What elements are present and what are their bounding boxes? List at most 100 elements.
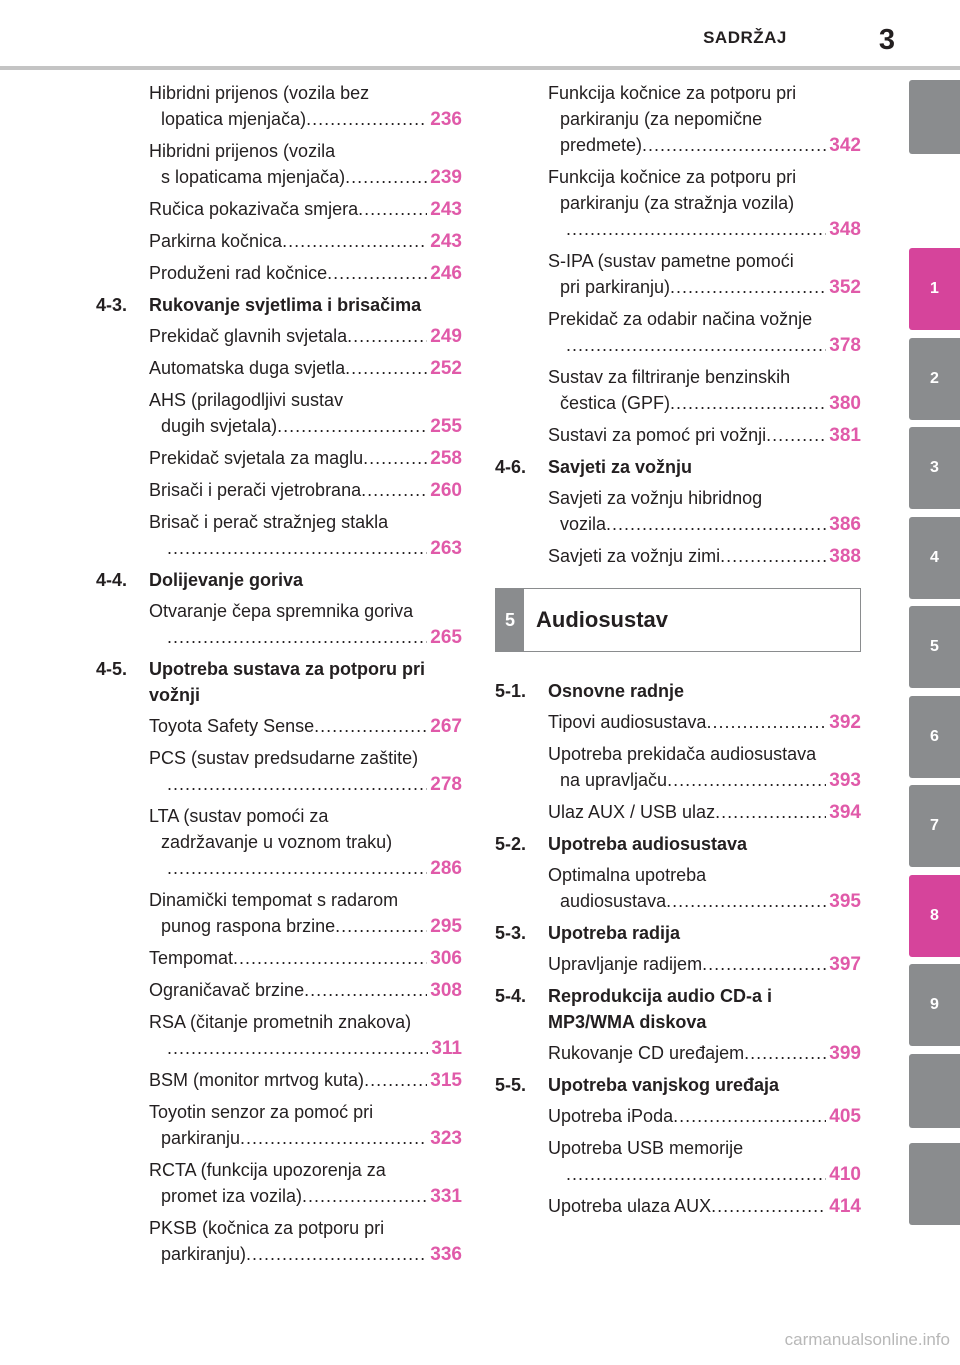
toc-section-heading[interactable]: 5-3.Upotreba radija — [495, 920, 861, 946]
toc-entry[interactable]: Upotreba ulaza AUX414 — [495, 1193, 861, 1220]
toc-entry[interactable]: Upotreba USB memorije410 — [495, 1135, 861, 1188]
page-link[interactable]: 410 — [829, 1164, 861, 1185]
toc-entry[interactable]: Ručica pokazivača smjera243 — [96, 196, 462, 223]
page-link[interactable]: 405 — [829, 1106, 861, 1127]
toc-entry[interactable]: Produženi rad kočnice246 — [96, 260, 462, 287]
toc-entry[interactable]: Tempomat306 — [96, 945, 462, 972]
page-link[interactable]: 295 — [430, 916, 462, 937]
chapter-tab-4[interactable]: 4 — [909, 517, 960, 599]
page-link[interactable]: 260 — [430, 480, 462, 501]
page-link[interactable]: 308 — [430, 980, 462, 1001]
toc-entry[interactable]: Prekidač za odabir načina vožnje378 — [495, 306, 861, 359]
page-link[interactable]: 399 — [829, 1043, 861, 1064]
page-link[interactable]: 311 — [431, 1038, 462, 1059]
toc-entry[interactable]: Toyotin senzor za pomoć priparkiranju323 — [96, 1099, 462, 1152]
page-link[interactable]: 393 — [829, 770, 861, 791]
page-link[interactable]: 258 — [430, 448, 462, 469]
toc-entry[interactable]: Ulaz AUX / USB ulaz394 — [495, 799, 861, 826]
chapter-tab-7[interactable]: 7 — [909, 785, 960, 867]
page-link[interactable]: 236 — [430, 109, 462, 130]
page-link[interactable]: 243 — [430, 199, 462, 220]
page-link[interactable]: 348 — [829, 219, 861, 240]
chapter-tab-5[interactable]: 5 — [909, 606, 960, 688]
page-link[interactable]: 315 — [430, 1070, 462, 1091]
toc-entry[interactable]: Brisači i perači vjetrobrana260 — [96, 477, 462, 504]
page-link[interactable]: 336 — [430, 1244, 462, 1265]
chapter-tab[interactable] — [909, 1054, 960, 1128]
chapter-tab-8[interactable]: 8 — [909, 875, 960, 957]
page-link[interactable]: 323 — [430, 1128, 462, 1149]
page-link[interactable]: 342 — [829, 135, 861, 156]
page-link[interactable]: 381 — [829, 425, 861, 446]
chapter-tab-9[interactable]: 9 — [909, 964, 960, 1046]
page-link[interactable]: 386 — [829, 514, 861, 535]
page-link[interactable]: 239 — [430, 167, 462, 188]
toc-section-heading[interactable]: 4-4.Dolijevanje goriva — [96, 567, 462, 593]
toc-entry[interactable]: Sustavi za pomoć pri vožnji381 — [495, 422, 861, 449]
toc-entry[interactable]: Tipovi audiosustava392 — [495, 709, 861, 736]
chapter-tab-6[interactable]: 6 — [909, 696, 960, 778]
toc-entry[interactable]: RSA (čitanje prometnih znakova)311 — [96, 1009, 462, 1062]
page-link[interactable]: 378 — [829, 335, 861, 356]
page-link[interactable]: 414 — [829, 1196, 861, 1217]
toc-entry[interactable]: Prekidač glavnih svjetala249 — [96, 323, 462, 350]
page-link[interactable]: 263 — [430, 538, 462, 559]
page-link[interactable]: 246 — [430, 263, 462, 284]
chapter-tab-3[interactable]: 3 — [909, 427, 960, 509]
page-link[interactable]: 388 — [829, 546, 861, 567]
toc-section-heading[interactable]: 5-4.Reprodukcija audio CD-a i MP3/WMA di… — [495, 983, 861, 1035]
page-link[interactable]: 392 — [829, 712, 861, 733]
page-link[interactable]: 306 — [430, 948, 462, 969]
chapter-tab[interactable] — [909, 80, 960, 154]
toc-entry[interactable]: BSM (monitor mrtvog kuta)315 — [96, 1067, 462, 1094]
page-link[interactable]: 394 — [829, 802, 861, 823]
chapter-tab-1[interactable]: 1 — [909, 248, 960, 330]
page-link[interactable]: 249 — [430, 326, 462, 347]
toc-entry[interactable]: Rukovanje CD uređajem399 — [495, 1040, 861, 1067]
page-link[interactable]: 395 — [829, 891, 861, 912]
page-link[interactable]: 243 — [430, 231, 462, 252]
toc-entry[interactable]: Optimalna upotrebaaudiosustava395 — [495, 862, 861, 915]
toc-entry[interactable]: Prekidač svjetala za maglu258 — [96, 445, 462, 472]
toc-section-heading[interactable]: 4-6.Savjeti za vožnju — [495, 454, 861, 480]
chapter-tab-2[interactable]: 2 — [909, 338, 960, 420]
toc-entry[interactable]: Upravljanje radijem397 — [495, 951, 861, 978]
page-link[interactable]: 380 — [829, 393, 861, 414]
page-link[interactable]: 265 — [430, 627, 462, 648]
toc-section-heading[interactable]: 5-5.Upotreba vanjskog uređaja — [495, 1072, 861, 1098]
page-link[interactable]: 331 — [430, 1186, 462, 1207]
toc-section-heading[interactable]: 5-1.Osnovne radnje — [495, 678, 861, 704]
toc-section-heading[interactable]: 4-5.Upotreba sustava za potporu pri vožn… — [96, 656, 462, 708]
toc-entry[interactable]: Savjeti za vožnju zimi388 — [495, 543, 861, 570]
toc-entry[interactable]: Brisač i perač stražnjeg stakla263 — [96, 509, 462, 562]
toc-entry[interactable]: Upotreba iPoda405 — [495, 1103, 861, 1130]
toc-entry[interactable]: Savjeti za vožnju hibridnogvozila386 — [495, 485, 861, 538]
toc-entry[interactable]: Automatska duga svjetla252 — [96, 355, 462, 382]
page-link[interactable]: 278 — [430, 774, 462, 795]
toc-entry[interactable]: Ograničavač brzine308 — [96, 977, 462, 1004]
toc-entry[interactable]: Parkirna kočnica243 — [96, 228, 462, 255]
toc-entry[interactable]: PKSB (kočnica za potporu priparkiranju)3… — [96, 1215, 462, 1268]
page-link[interactable]: 252 — [430, 358, 462, 379]
toc-section-heading[interactable]: 5-2.Upotreba audiosustava — [495, 831, 861, 857]
toc-entry[interactable]: Toyota Safety Sense267 — [96, 713, 462, 740]
page-link[interactable]: 267 — [430, 716, 462, 737]
page-link[interactable]: 255 — [430, 416, 462, 437]
toc-section-heading[interactable]: 4-3.Rukovanje svjetlima i brisačima — [96, 292, 462, 318]
page-link[interactable]: 352 — [829, 277, 861, 298]
toc-entry[interactable]: PCS (sustav predsudarne zaštite)278 — [96, 745, 462, 798]
page-link[interactable]: 397 — [829, 954, 861, 975]
chapter-tab[interactable] — [909, 1143, 960, 1225]
